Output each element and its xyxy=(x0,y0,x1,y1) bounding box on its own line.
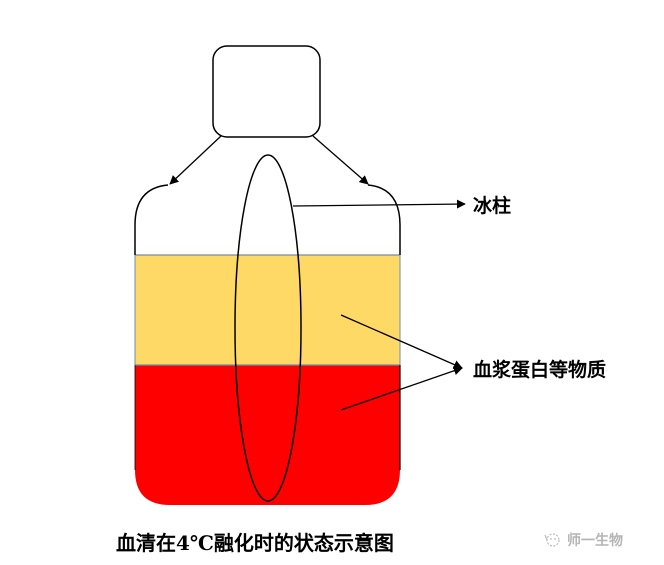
bottle-cap xyxy=(212,45,321,138)
neck-left-arrow xyxy=(169,135,222,185)
plasma-protein-label: 血浆蛋白等物质 xyxy=(473,359,607,381)
plasma-pointer-lower xyxy=(340,366,463,411)
bottle-body-layers xyxy=(135,185,400,505)
neck-right-arrow xyxy=(312,135,369,185)
bottle-right-shoulder xyxy=(367,184,401,255)
ice-column-pointer-arrow xyxy=(292,199,466,209)
bottle-left-shoulder xyxy=(134,184,169,255)
wechat-icon xyxy=(543,532,561,549)
ice-column-ellipse xyxy=(234,154,302,502)
watermark: 师一生物 xyxy=(543,530,623,550)
watermark-text: 师一生物 xyxy=(567,533,623,549)
ice-column-label: 冰柱 xyxy=(473,195,512,217)
red-layer xyxy=(135,365,400,505)
plasma-protein-layer xyxy=(135,255,400,365)
diagram-caption: 血清在4℃融化时的状态示意图 xyxy=(116,531,394,555)
plasma-pointer-upper xyxy=(340,314,463,369)
air-layer xyxy=(135,185,400,255)
